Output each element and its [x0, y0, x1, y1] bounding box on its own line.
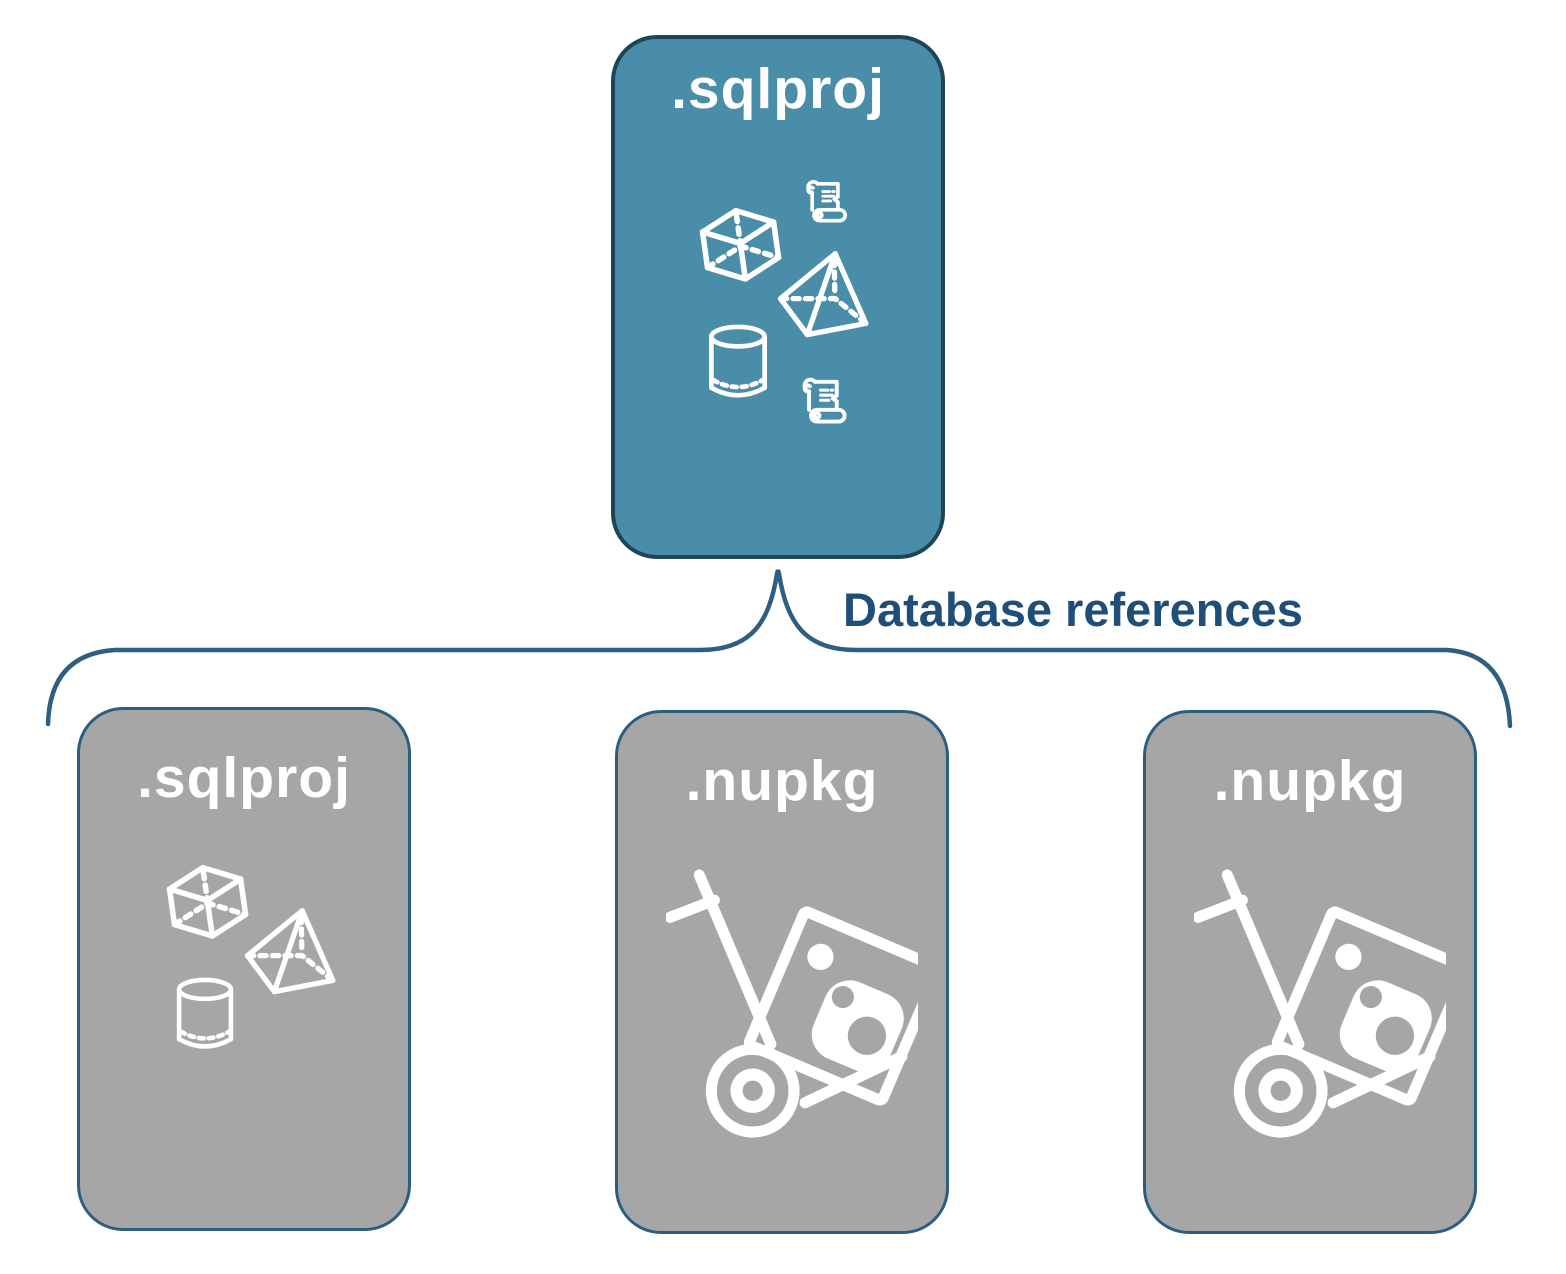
- node-sqlproj-child: .sqlproj: [77, 707, 411, 1231]
- node-sqlproj-parent: .sqlproj: [611, 35, 945, 559]
- child-node-title: .nupkg: [1213, 749, 1407, 813]
- pyramid-icon: [231, 895, 356, 1009]
- node-nupkg-child-1: .nupkg: [615, 710, 949, 1234]
- cylinder-icon: [170, 972, 240, 1060]
- child-node-title: .sqlproj: [137, 746, 351, 810]
- node-nupkg-child-2: .nupkg: [1143, 710, 1477, 1234]
- handtruck-package-icon: [1194, 865, 1446, 1141]
- cylinder-icon: [702, 319, 774, 409]
- connector-label: Database references: [843, 583, 1303, 636]
- scroll-icon: [801, 176, 853, 230]
- pyramid-icon: [764, 238, 889, 352]
- parent-node-title: .sqlproj: [671, 57, 885, 121]
- handtruck-package-icon: [666, 865, 918, 1141]
- child-node-title: .nupkg: [685, 749, 879, 813]
- scroll-icon: [797, 374, 853, 431]
